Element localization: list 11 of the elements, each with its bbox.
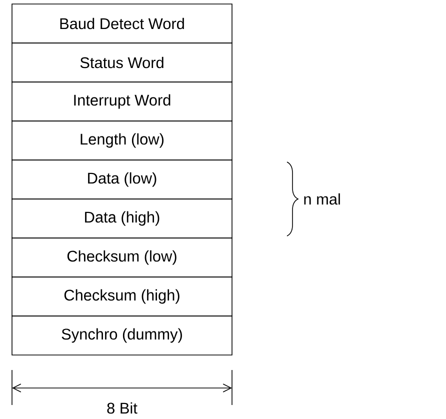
table-row: Checksum (low) — [12, 238, 232, 278]
table-row: Length (low) — [12, 120, 232, 160]
annotation-label: n mal — [304, 193, 340, 205]
table-row: Status Word — [12, 42, 232, 82]
table-row: Baud Detect Word — [12, 4, 232, 44]
table-row: Checksum (high) — [12, 276, 232, 316]
table-row: Data (low) — [12, 160, 232, 200]
table-row: Synchro (dummy) — [12, 316, 232, 356]
dimension-label: 8 Bit — [107, 402, 138, 414]
table-row: Interrupt Word — [12, 82, 232, 122]
table-row: Data (high) — [12, 198, 232, 238]
